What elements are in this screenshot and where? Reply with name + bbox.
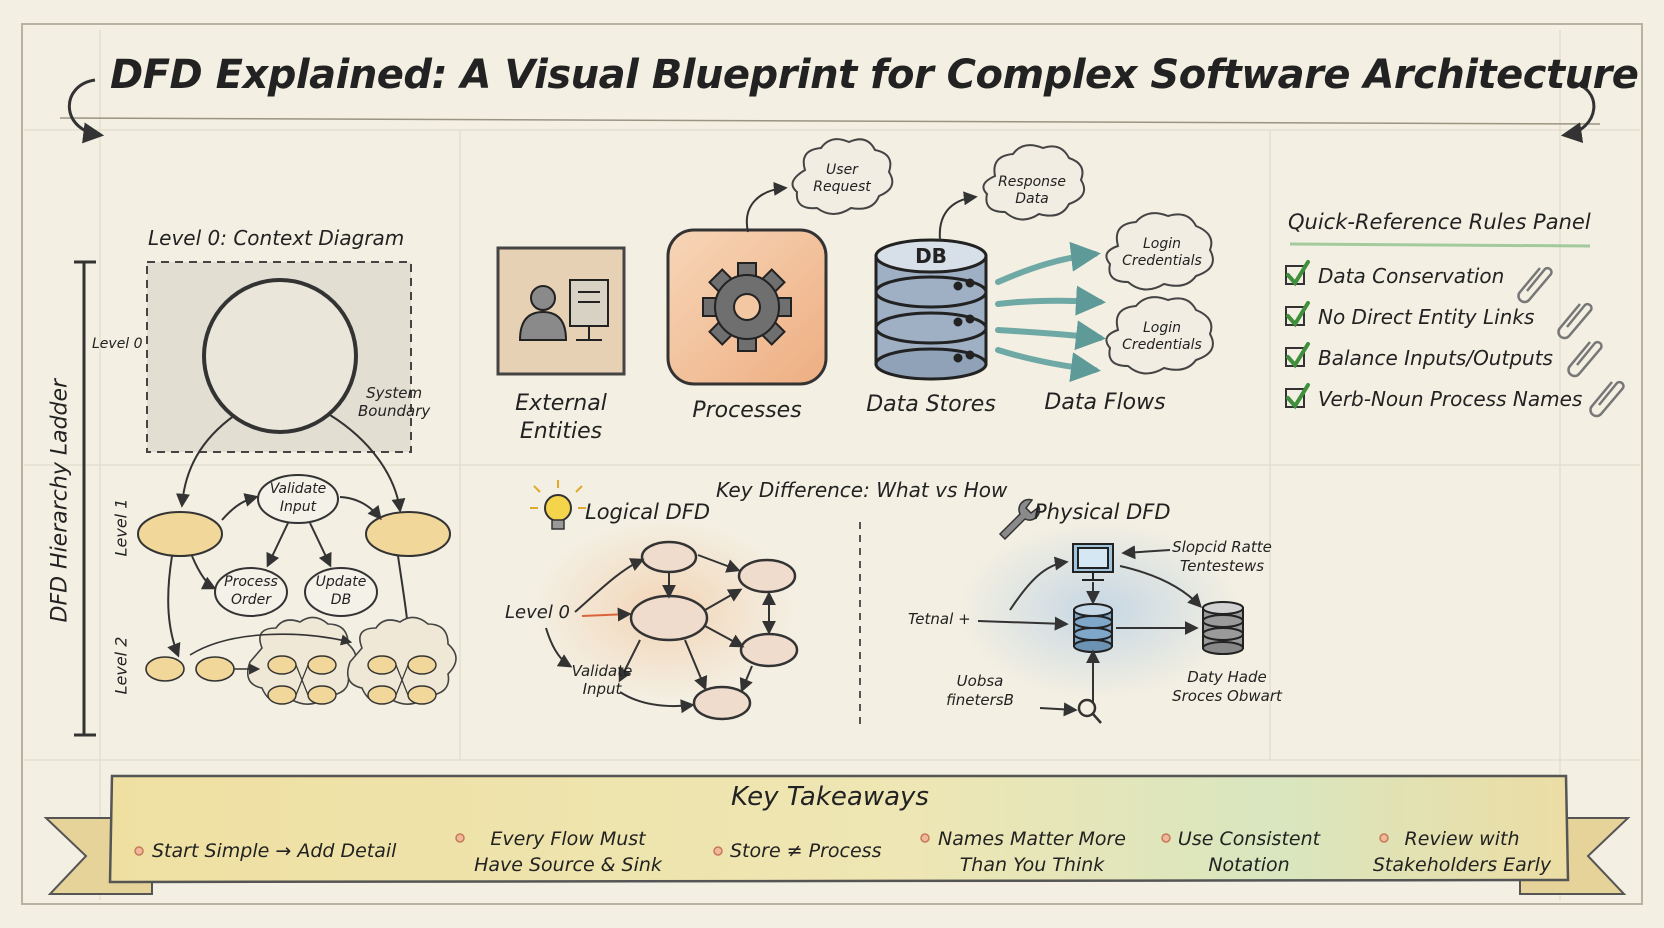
- login-credentials-label-1: Login Credentials: [1122, 236, 1202, 269]
- level1-side-label: Level 1: [111, 498, 131, 557]
- rule-item: Verb-Noun Process Names: [1318, 387, 1583, 411]
- takeaways-banner: [43, 774, 1631, 895]
- lightbulb-icon: [530, 480, 586, 530]
- level2-side-label: Level 2: [111, 636, 131, 695]
- data-flows-label: Data Flows: [1044, 390, 1166, 415]
- hierarchy-ladder: [74, 260, 96, 737]
- rule-item: No Direct Entity Links: [1318, 305, 1535, 329]
- page-frame: [21, 23, 1643, 905]
- rules-panel-title: Quick-Reference Rules Panel: [1288, 210, 1591, 234]
- physical-left-label: Tetnal +: [908, 610, 971, 628]
- takeaway-item: Store ≠ Process: [730, 840, 882, 862]
- takeaway-item: Start Simple → Add Detail: [152, 840, 397, 862]
- gear-icon: [702, 262, 792, 352]
- wrench-icon: [998, 498, 1041, 541]
- processes-label: Processes: [692, 398, 802, 423]
- storage-db-icon: [1202, 601, 1244, 655]
- takeaway-item: Use Consistent Notation: [1177, 828, 1321, 876]
- ladder-label: DFD Hierarchy Ladder: [47, 378, 73, 623]
- bullet-icon: [134, 833, 1389, 856]
- rule-item: Data Conservation: [1318, 264, 1505, 288]
- update-db-label: Update DB: [315, 574, 367, 608]
- rules-underline: [1289, 242, 1591, 248]
- comparison-title: Key Difference: What vs How: [716, 478, 1008, 502]
- database-icon: [874, 238, 988, 381]
- rule-item: Balance Inputs/Outputs: [1318, 346, 1553, 370]
- user-request-arrow: [745, 181, 788, 233]
- takeaway-item: Names Matter More Than You Think: [938, 828, 1126, 876]
- response-data-label: Response Data: [998, 174, 1066, 207]
- background-grid: [24, 30, 1640, 900]
- response-data-arrow: [938, 191, 978, 241]
- computer-icon: [569, 279, 609, 341]
- server-db-icon: [1073, 603, 1113, 653]
- physical-bottom-left-label: Uobsa finetersB: [946, 672, 1014, 709]
- logical-dfd-diagram: [545, 540, 799, 721]
- level0-side-label: Level 0: [92, 336, 143, 352]
- login-credentials-cloud-1: [1105, 212, 1214, 291]
- system-boundary-label: System Boundary: [358, 384, 431, 420]
- rules-check-boxes: [1285, 265, 1305, 408]
- level2-diagram: [145, 616, 457, 705]
- monitor-icon: [1072, 543, 1114, 581]
- user-request-cloud: [791, 138, 894, 215]
- process-order-label: Process Order: [224, 574, 278, 608]
- level1-diagram: [137, 414, 451, 658]
- db-label: DB: [915, 244, 947, 268]
- logical-dfd-title: Logical DFD: [585, 500, 711, 524]
- logical-validate-label: Validate Input: [571, 662, 633, 698]
- data-stores-label: Data Stores: [866, 392, 996, 417]
- context-process-circle: [202, 278, 358, 434]
- level1-oval-left: [137, 511, 223, 557]
- takeaway-item: Every Flow Must Have Source & Sink: [474, 828, 662, 876]
- login-credentials-cloud-2: [1105, 296, 1214, 375]
- page-title: DFD Explained: A Visual Blueprint for Co…: [110, 52, 1639, 98]
- response-data-cloud: [982, 144, 1085, 221]
- physical-dfd-diagram: [977, 543, 1244, 724]
- paperclip-icon: [1517, 266, 1625, 418]
- level0-title: Level 0: Context Diagram: [148, 226, 405, 250]
- logical-level-label: Level 0: [505, 602, 571, 623]
- checkmark-icon: [1286, 260, 1310, 410]
- physical-top-label: Slopcid Ratte Tentestews: [1172, 538, 1272, 575]
- validate-input-label: Validate Input: [269, 481, 327, 515]
- physical-bottom-right-label: Daty Hade Sroces Obwart: [1172, 668, 1282, 705]
- external-entities-label: External Entities: [515, 391, 607, 444]
- title-curl-arrow-left: [67, 78, 105, 144]
- title-underline: [59, 117, 1601, 125]
- login-credentials-label-2: Login Credentials: [1122, 320, 1202, 353]
- takeaway-item: Review with Stakeholders Early: [1372, 828, 1552, 876]
- data-flow-arrows: [995, 241, 1106, 383]
- user-request-label: User Request: [813, 162, 871, 195]
- person-icon: [518, 285, 568, 341]
- title-curl-arrow-right: [1560, 80, 1596, 143]
- level1-oval-right: [365, 511, 451, 557]
- physical-dfd-title: Physical DFD: [1034, 500, 1171, 524]
- search-icon: [1077, 698, 1102, 724]
- takeaways-title: Key Takeaways: [731, 782, 929, 812]
